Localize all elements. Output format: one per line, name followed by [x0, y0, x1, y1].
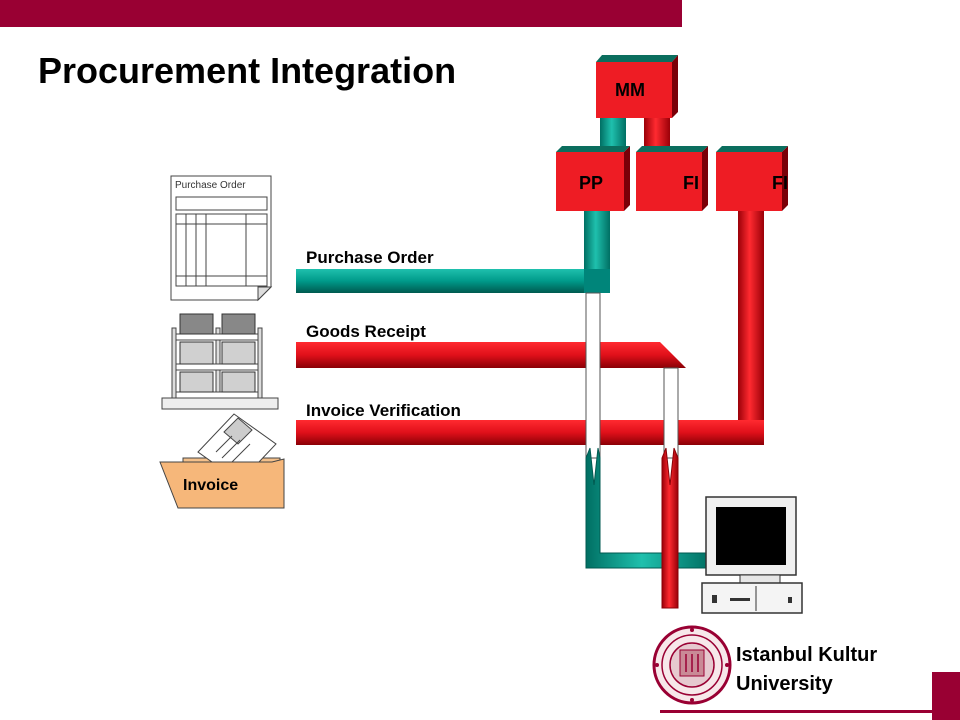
mm-fi-connector — [644, 116, 670, 150]
pp-module-block — [556, 152, 624, 211]
pending-teal-pipe — [585, 292, 601, 459]
red-pipe-to-pc — [661, 447, 679, 609]
mm-block-top — [596, 55, 678, 62]
fi1-block-top — [636, 146, 708, 152]
fi2-block-side — [782, 146, 788, 211]
goods-receipt-pipe — [296, 342, 686, 368]
invoice-verification-pipe — [296, 420, 764, 445]
top-accent-bar — [0, 0, 682, 27]
mm-module-block — [596, 62, 672, 118]
university-seal-logo — [652, 625, 732, 705]
goods-receipt-label: Goods Receipt — [306, 322, 426, 341]
pending-red-pipe — [663, 367, 679, 459]
purchase-order-label: Purchase Order — [306, 248, 434, 267]
module-fi-label-2: FI — [772, 173, 788, 193]
pp-block-top — [556, 146, 630, 152]
fi1-module-block — [636, 152, 702, 211]
fi1-block-side — [702, 146, 708, 211]
module-pp-label: PP — [579, 173, 604, 193]
teal-pipe-to-pc — [585, 447, 711, 569]
bottom-accent-line — [660, 710, 932, 713]
invoice-folder-label: Invoice — [183, 477, 239, 494]
fi2-module-block — [716, 152, 782, 211]
slide-title: Procurement Integration — [38, 50, 457, 91]
pp-block-side — [624, 146, 630, 211]
mm-block-side — [672, 55, 678, 118]
module-mm-label: MM — [615, 80, 645, 100]
mm-pp-connector — [600, 116, 626, 150]
university-name: Istanbul Kultur University — [736, 641, 877, 699]
purchase-order-pipe — [296, 269, 584, 293]
invoice-folder-icon — [159, 413, 285, 509]
fi2-block-top — [716, 146, 788, 152]
module-fi-label: FI — [683, 173, 699, 193]
purchase-order-form-title: Purchase Order — [175, 180, 246, 191]
warehouse-shelves-icon — [161, 313, 279, 410]
fi-down-pipe — [738, 211, 764, 445]
university-name-line1: Istanbul Kultur — [736, 644, 878, 666]
purchase-order-form-icon — [170, 175, 273, 302]
invoice-verification-label: Invoice Verification — [306, 401, 461, 420]
bottom-accent-block — [932, 672, 960, 720]
computer-icon — [701, 496, 803, 614]
university-name-line2: University — [736, 673, 833, 695]
